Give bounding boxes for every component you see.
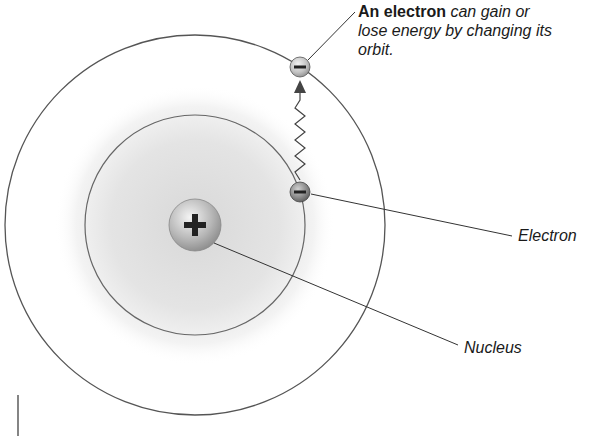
electron — [290, 182, 310, 202]
nucleus — [169, 199, 221, 251]
excited-electron — [290, 57, 310, 77]
leader-line — [17, 395, 18, 436]
electron-cloud — [55, 85, 335, 365]
energy-jump-arrow — [294, 80, 306, 180]
leader-line — [308, 12, 355, 60]
callout-note: An electron can gain or lose energy by c… — [358, 2, 558, 59]
outer-orbit — [5, 35, 385, 415]
leader-line — [214, 243, 458, 345]
inner-orbit — [85, 115, 305, 335]
part-label: Electron — [518, 226, 577, 245]
leader-line — [311, 194, 512, 236]
part-label: Nucleus — [464, 338, 522, 357]
callout-heading: An electron — [358, 3, 446, 20]
